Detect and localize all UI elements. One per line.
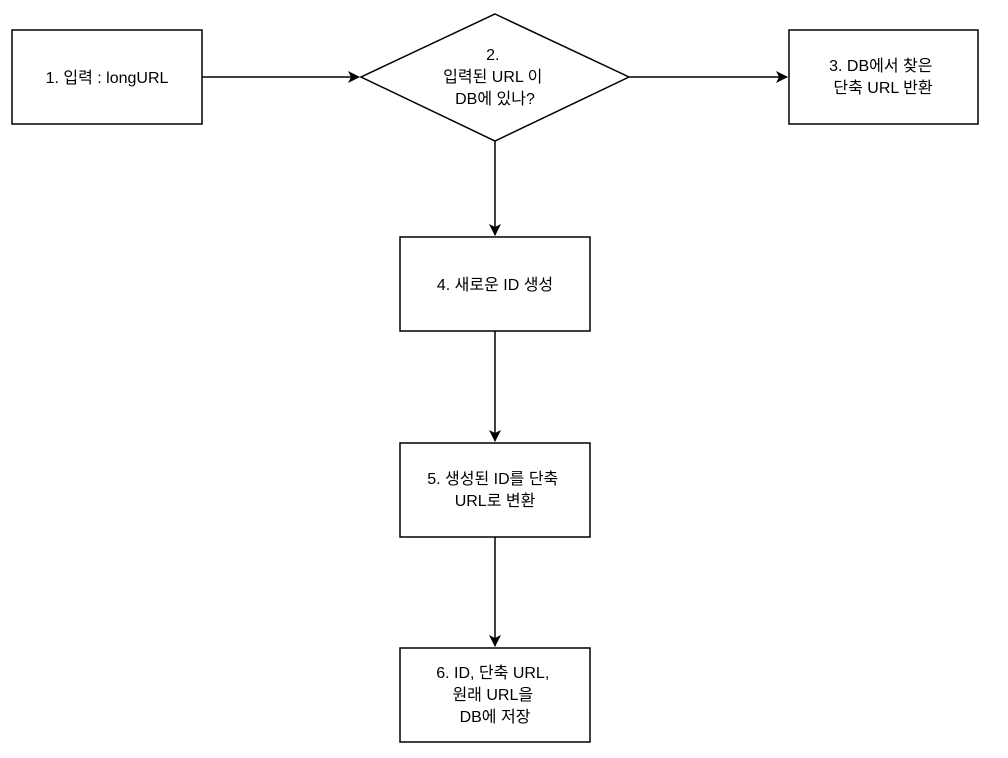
svg-text:3. DB에서 찾은 단축 URL 반환: 3. DB에서 찾은 단축 URL 반환	[829, 57, 937, 97]
node-convert-box	[399, 442, 591, 538]
node-return-found-line-2: 단축 URL 반환	[833, 79, 932, 97]
node-store: 6. ID, 단축 URL, 원래 URL을 DB에 저장	[399, 647, 591, 743]
node-decision-diamond	[359, 13, 631, 142]
node-store-line-3: DB에 저장	[460, 708, 531, 726]
svg-text:4. 새로운 ID 생성: 4. 새로운 ID 생성	[437, 276, 553, 294]
node-decision-line-3: DB에 있나?	[455, 90, 535, 108]
node-convert: 5. 생성된 ID를 단축 URL로 변환	[399, 442, 591, 538]
node-decision-line-1: 2.	[486, 47, 499, 64]
node-return-found-line-1: 3. DB에서 찾은	[829, 57, 932, 75]
node-decision: 2. 입력된 URL 이 DB에 있나?	[359, 13, 631, 142]
edges	[202, 71, 788, 647]
node-store-line-1: 6. ID, 단축 URL,	[436, 664, 549, 682]
node-convert-line-2: URL로 변환	[455, 492, 536, 510]
node-input-line-1: 1. 입력 : longURL	[46, 69, 169, 87]
node-store-line-2: 원래 URL을	[452, 686, 533, 704]
svg-text:5. 생성된 ID를 단축 URL로 변환: 5. 생성된 ID를 단축 URL로 변환	[427, 470, 562, 510]
node-generate-id-box	[399, 236, 591, 332]
svg-text:1. 입력 : longURL: 1. 입력 : longURL	[46, 69, 169, 87]
node-store-box	[399, 647, 591, 743]
node-return-found: 3. DB에서 찾은 단축 URL 반환	[788, 29, 979, 125]
node-input-box	[11, 29, 203, 125]
node-decision-line-2: 입력된 URL 이	[443, 68, 542, 86]
svg-text:6. ID, 단축 URL, 원래 URL을: 6. ID, 단축 URL, 원래 URL을 DB에 저장	[436, 664, 553, 726]
node-generate-id: 4. 새로운 ID 생성	[399, 236, 591, 332]
node-return-found-box	[788, 29, 979, 125]
node-input: 1. 입력 : longURL	[11, 29, 203, 125]
node-convert-line-1: 5. 생성된 ID를 단축	[427, 470, 558, 488]
node-generate-id-line-1: 4. 새로운 ID 생성	[437, 276, 553, 294]
svg-text:2. 입력된 URL 이 DB에 있: 2. 입력된 URL 이 DB에 있나?	[443, 47, 547, 108]
